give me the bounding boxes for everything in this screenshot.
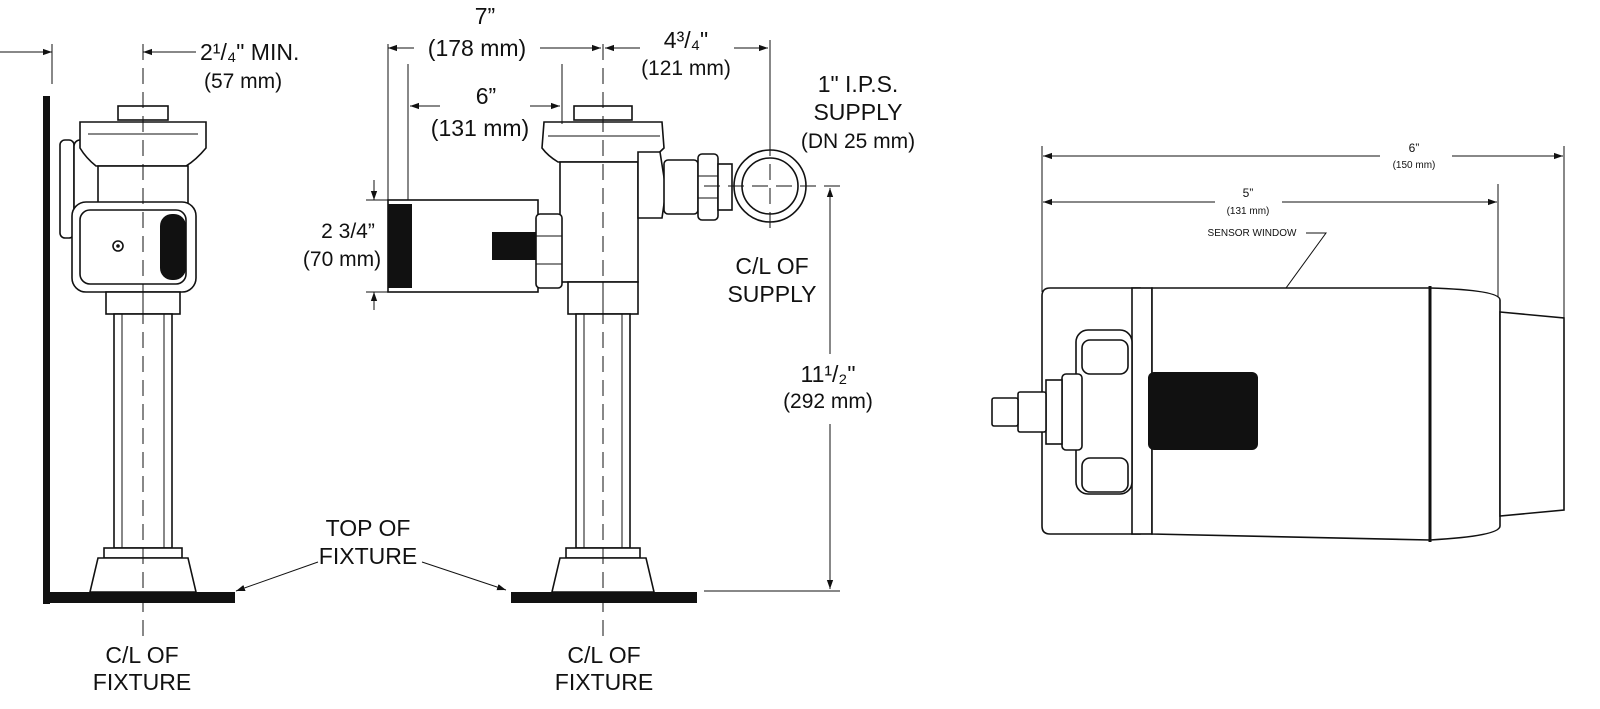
body-width-label: 6” xyxy=(476,83,496,109)
side-sensor-window xyxy=(160,214,186,280)
top-body-label: 5” xyxy=(1243,186,1254,200)
sensor-height-dimension xyxy=(366,180,390,310)
side-fixture-cl-label-2: FIXTURE xyxy=(93,669,191,695)
front-fixture-cl-label-2: FIXTURE xyxy=(555,669,653,695)
body-dimension xyxy=(1043,184,1499,316)
supply-offset-mm-label: (121 mm) xyxy=(641,57,731,80)
top-view: 6” (150 mm) 5” (131 mm) SENSOR WINDOW xyxy=(991,141,1565,542)
body-width-mm-label: (131 mm) xyxy=(431,115,529,141)
top-of-fixture-label: TOP OF xyxy=(326,515,411,541)
side-fixture-cl-label: C/L OF xyxy=(105,642,178,668)
side-view: 2¹/₄" MIN. (57 mm) C/L OF FIXTURE xyxy=(0,39,299,695)
front-view: 7” (178 mm) 6” (131 mm) 4³/₄" (121 mm) 2… xyxy=(235,3,915,695)
sensor-height-label: 2 3/4” xyxy=(321,220,375,243)
sensor-window xyxy=(1148,372,1258,450)
sensor-height-mm-label: (70 mm) xyxy=(303,248,381,271)
fixture-top xyxy=(511,592,697,603)
supply-cl-label: C/L OF xyxy=(735,253,808,279)
rough-height-label: 11¹/₂" xyxy=(800,361,855,387)
supply-cl-label-2: SUPPLY xyxy=(727,281,816,307)
rough-height-dimension xyxy=(704,188,840,592)
wall xyxy=(43,96,235,604)
top-overall-mm-label: (150 mm) xyxy=(1393,160,1436,171)
supply-offset-label: 4³/₄" xyxy=(664,27,708,53)
min-clearance-label: 2¹/₄" MIN. xyxy=(200,39,299,65)
front-fixture-cl-label: C/L OF xyxy=(567,642,640,668)
front-valve-body xyxy=(387,105,807,593)
overall-dimension xyxy=(1041,146,1565,318)
top-body-mm-label: (131 mm) xyxy=(1227,206,1270,217)
sensor-housing xyxy=(991,286,1565,542)
top-overall-label: 6” xyxy=(1409,141,1420,155)
top-of-fixture-leader-left xyxy=(235,561,319,592)
supply-size-label-2: SUPPLY xyxy=(813,99,902,125)
side-clearance-dimension xyxy=(0,44,196,84)
rough-height-mm-label: (292 mm) xyxy=(783,390,873,413)
side-valve-body xyxy=(59,105,207,593)
top-of-fixture-leader-right xyxy=(421,561,507,591)
top-of-fixture-label-2: FIXTURE xyxy=(319,543,417,569)
width-dimensions xyxy=(387,40,771,200)
overall-width-mm-label: (178 mm) xyxy=(428,35,526,61)
overall-width-label: 7” xyxy=(475,3,495,29)
supply-size-label: 1" I.P.S. xyxy=(818,71,899,97)
min-clearance-mm-label: (57 mm) xyxy=(204,70,282,93)
sensor-window-label: SENSOR WINDOW xyxy=(1208,228,1297,239)
supply-size-mm-label: (DN 25 mm) xyxy=(801,130,915,153)
